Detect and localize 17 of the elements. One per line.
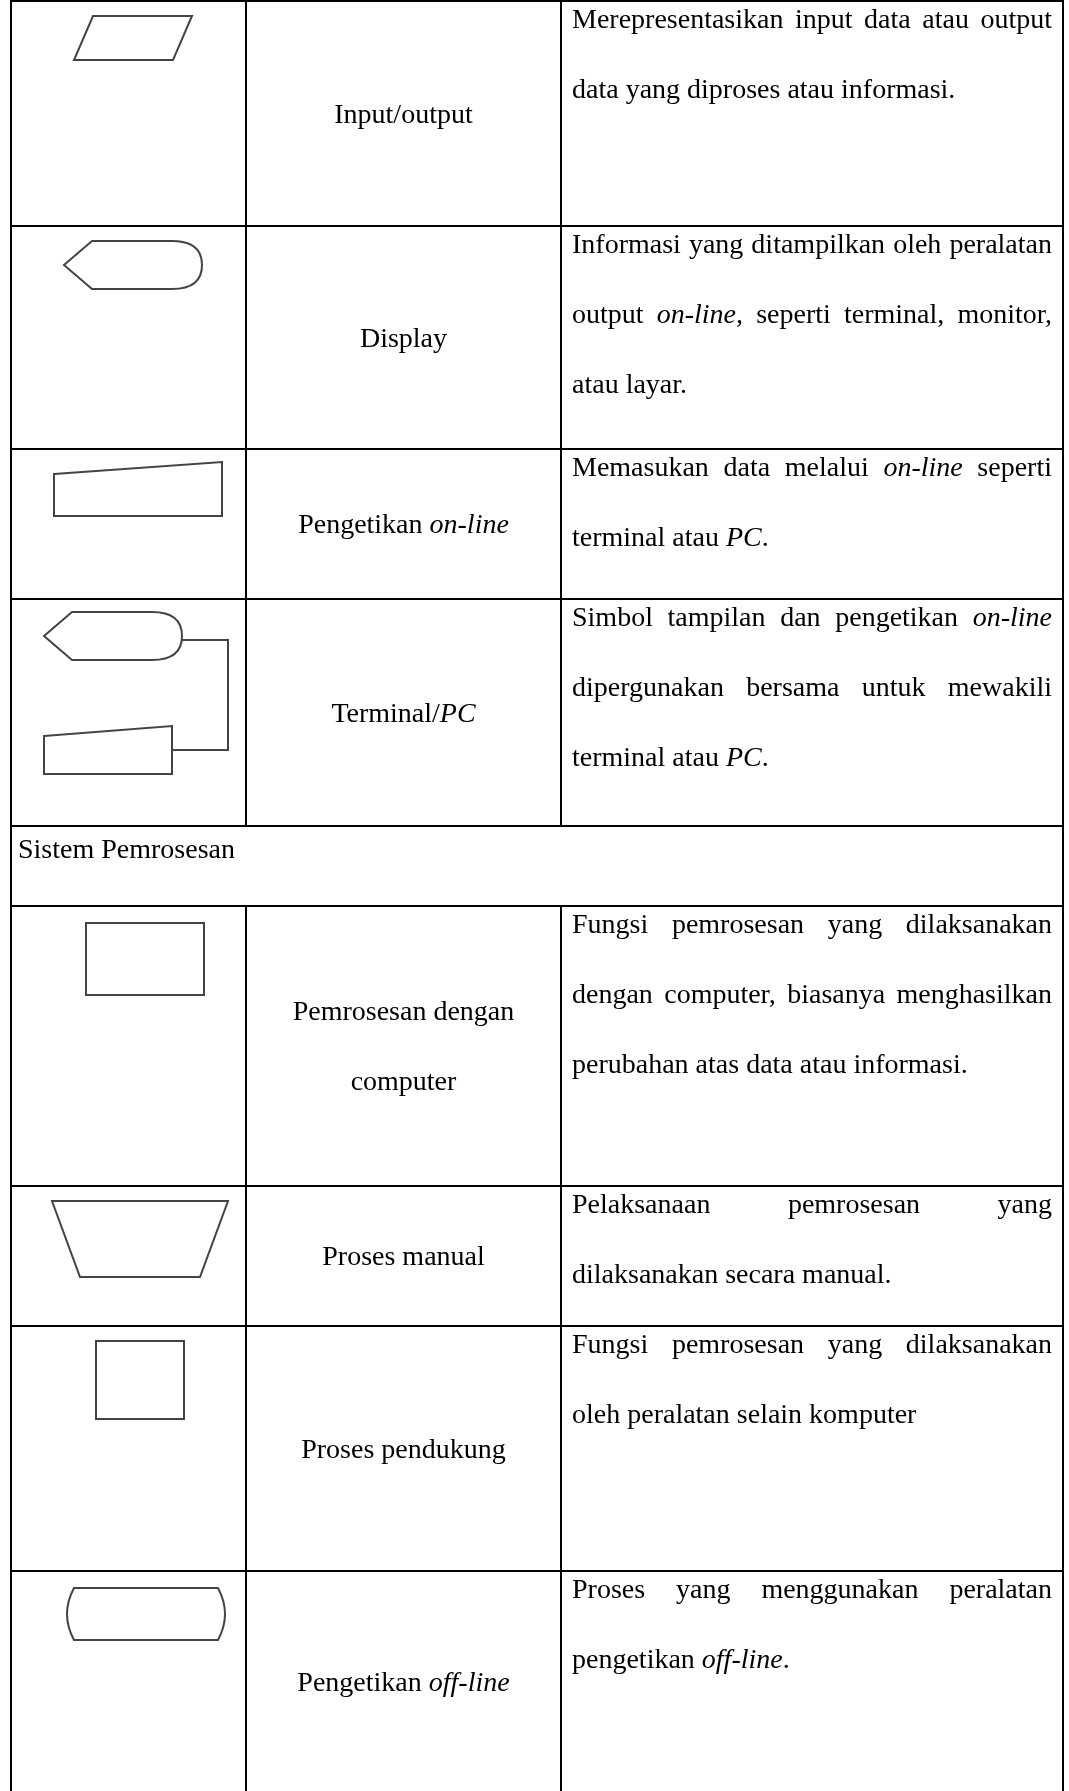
- symbol-name: Proses manual: [321, 1239, 486, 1273]
- symbol-description: Informasi yang ditampilkan oleh peralatan output on-line, seperti terminal, monitor, atau layar.: [572, 227, 1052, 401]
- symbol-name: Input/output: [333, 96, 474, 131]
- symbol-name: Pemrosesan dengan computer: [291, 994, 516, 1098]
- symbol-name: Pengetikan on-line: [297, 507, 510, 541]
- symbol-name: Display: [358, 320, 449, 355]
- symbol-name: Proses pendukung: [300, 1431, 507, 1466]
- symbol-name: Terminal/PC: [330, 695, 477, 730]
- symbol-description: Fungsi pemrosesan yang dilaksanakan oleh peralatan selain komputer: [572, 1327, 1052, 1431]
- symbol-description: Merepresentasikan input data atau output data yang diproses atau informasi.: [572, 2, 1052, 106]
- symbol-description: Pelaksanaan pemrosesan yang dilaksanakan secara manual.: [572, 1187, 1052, 1291]
- symbol-name: Pengetikan off-line: [296, 1664, 511, 1699]
- symbol-description: Proses yang menggunakan peralatan pengetikan off-line.: [572, 1572, 1052, 1676]
- symbol-description: Fungsi pemrosesan yang dilaksanakan dengan computer, biasanya menghasilkan perubahan atas data atau informasi.: [572, 907, 1052, 1081]
- section-heading: Sistem Pemrosesan: [18, 832, 235, 866]
- symbol-description: Memasukan data melalui on-line seperti terminal atau PC.: [572, 450, 1052, 554]
- symbol-description: Simbol tampilan dan pengetikan on-line dipergunakan bersama untuk mewakili terminal atau PC.: [572, 600, 1052, 774]
